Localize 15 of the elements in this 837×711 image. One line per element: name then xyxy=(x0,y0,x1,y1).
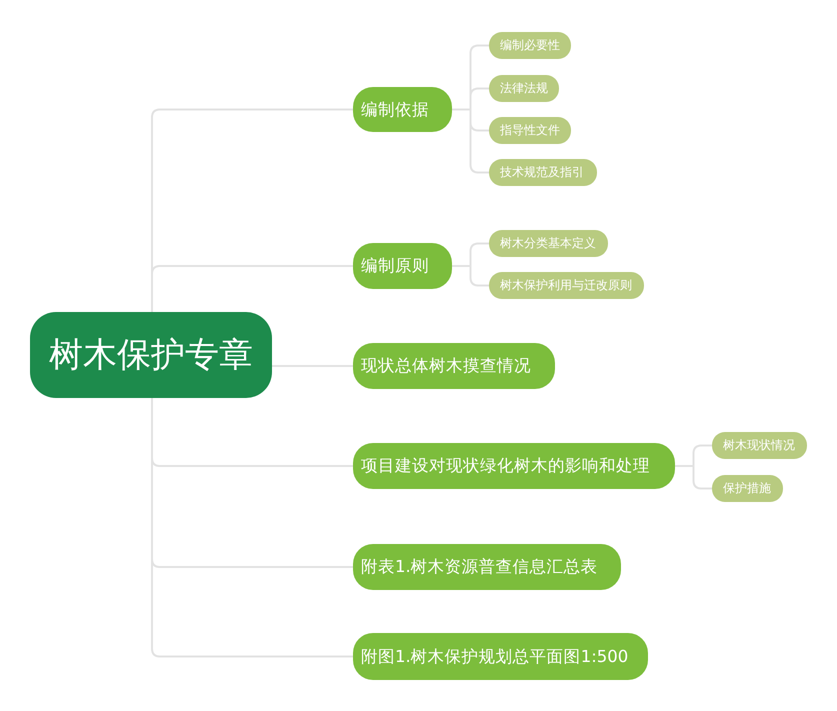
subtopic: 技术规范及指引 xyxy=(489,159,597,186)
branch-topic: 附图1.树木保护规划总平面图1:500 xyxy=(353,633,648,680)
root-topic: 树木保护专章 xyxy=(30,312,272,398)
branch-topic: 项目建设对现状绿化树木的影响和处理 xyxy=(353,443,675,489)
subtopic: 保护措施 xyxy=(712,475,783,502)
subtopic: 法律法规 xyxy=(489,75,559,102)
branch-topic: 编制依据 xyxy=(353,87,452,132)
branch-topic: 现状总体树木摸查情况 xyxy=(353,343,555,389)
branch-topic: 附表1.树木资源普查信息汇总表 xyxy=(353,544,621,590)
subtopic: 树木现状情况 xyxy=(712,432,807,459)
subtopic: 指导性文件 xyxy=(489,117,571,144)
branch-topic: 编制原则 xyxy=(353,243,452,289)
subtopic: 编制必要性 xyxy=(489,32,571,59)
subtopic: 树木保护利用与迁改原则 xyxy=(489,272,644,299)
subtopic: 树木分类基本定义 xyxy=(489,230,608,257)
